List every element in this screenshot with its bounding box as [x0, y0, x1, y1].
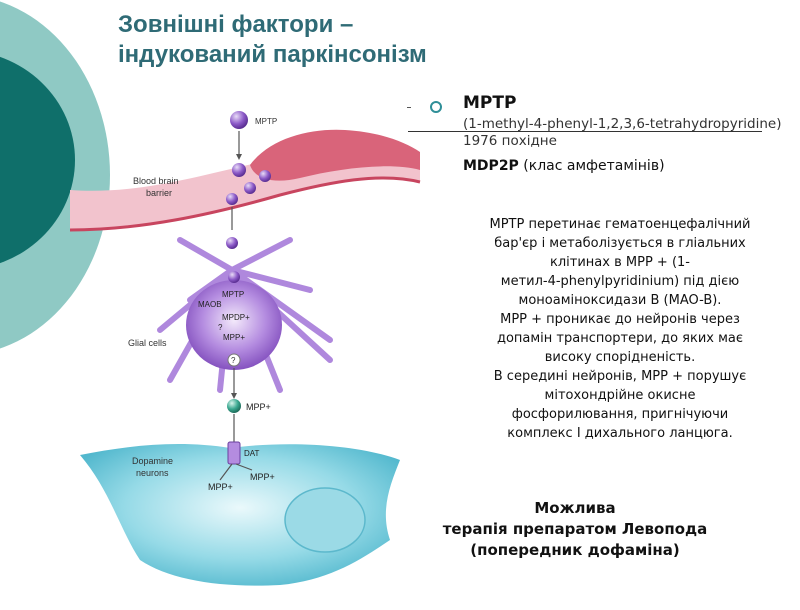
dopamine-neurons-label-1: Dopamine [132, 456, 173, 466]
desc-line: допамін транспортери, до яких має [496, 331, 744, 346]
mptp-molecule-7 [228, 271, 240, 283]
desc-line: високу спорідненість. [544, 350, 696, 365]
glial-q-label: ? [218, 323, 223, 332]
endothelial-cell [250, 129, 420, 181]
glial-mptp-label: MPTP [222, 290, 244, 299]
bbb-label-line-2: barrier [146, 188, 172, 198]
mptp-molecule-6 [226, 237, 238, 249]
membrane-edge [69, 176, 421, 232]
dopamine-neuron [80, 444, 400, 586]
desc-line: MPTP перетинає гематоенцефалічний [489, 217, 751, 232]
slide-title: Зовнішні фактори – індукований паркінсон… [118, 10, 498, 70]
arrow-6 [235, 463, 253, 471]
mptp-molecule-4 [244, 182, 256, 194]
mdp2p-line: MDP2P (клас амфетамінів) [463, 158, 665, 174]
neuron-nucleus [284, 487, 366, 553]
mdp2p-label: MDP2P [463, 158, 519, 174]
neuron-mpp-left: MPP+ [208, 482, 233, 492]
dopamine-neurons-label-2: neurons [136, 468, 169, 478]
underline-rule [408, 131, 762, 132]
bullet-icon [430, 101, 442, 113]
therapy-line-3: (попередник дофаміна) [470, 541, 680, 559]
desc-line: комплекс I дихального ланцюга. [507, 426, 733, 441]
mpp-label: MPP+ [246, 402, 271, 412]
mptp-molecule-5 [226, 193, 238, 205]
decorative-circles [0, 1, 110, 349]
mptp-heading: MPTP [463, 93, 517, 113]
glial-mpp-label: MPP+ [223, 333, 245, 342]
title-line-2: індукований паркінсонізм [118, 41, 427, 68]
mechanism-description: MPTP перетинає гематоенцефалічний бар'єр… [450, 215, 790, 443]
mptp-chemical-name: (1-methyl-4-phenyl-1,2,3,6-tetrahydropyr… [463, 116, 782, 149]
glial-cells-label: Glial cells [128, 338, 167, 348]
therapy-note: Можлива терапія препаратом Левопода (поп… [405, 498, 745, 561]
dat-label: DAT [244, 449, 260, 458]
therapy-line-2: терапія препаратом Левопода [442, 520, 708, 538]
desc-line: бар'єр і метаболізується в гліальних [494, 236, 746, 251]
desc-line: MPP + проникає до нейронів через [500, 312, 740, 327]
title-line-1: Зовнішні фактори – [118, 11, 354, 38]
arrow-1-head [236, 154, 242, 160]
arrow-3-head [231, 393, 237, 399]
glial-mpdp-label: MPDP+ [222, 313, 250, 322]
desc-line: метил-4-phenylpyridinium) під дією [500, 274, 740, 289]
mptp-molecule-2 [232, 163, 246, 177]
mptp-molecule [230, 111, 248, 129]
arrow-5 [219, 463, 233, 481]
mptp-pathway-diagram: MPTP Blood brain barrier MPTP MAOB MPDP+… [69, 111, 421, 586]
mptp-label: MPTP [255, 117, 277, 126]
question-marker-label: ? [231, 356, 236, 365]
question-marker [227, 353, 241, 367]
therapy-line-1: Можлива [534, 499, 616, 517]
dat-transporter [227, 441, 241, 465]
mdp2p-class: (клас амфетамінів) [518, 158, 665, 174]
glial-maob-label: MAOB [198, 300, 222, 309]
mpp-molecule [227, 399, 241, 413]
desc-line: мітохондрійне окисне [544, 388, 696, 403]
glial-cell [157, 237, 333, 393]
desc-line: фосфорилювання, пригнічуючи [511, 407, 729, 422]
desc-line: В середині нейронів, MPP + порушує [493, 369, 747, 384]
desc-line: моноаміноксидази B (MAO-B). [518, 293, 722, 308]
neuron-mpp-right: MPP+ [250, 472, 275, 482]
dark-teal-circle [0, 56, 75, 264]
desc-line: клітинах в MPP + (1- [550, 255, 690, 270]
mptp-molecule-3 [259, 170, 271, 182]
divider-mark [407, 107, 411, 108]
bbb-label-line-1: Blood brain [133, 176, 179, 186]
